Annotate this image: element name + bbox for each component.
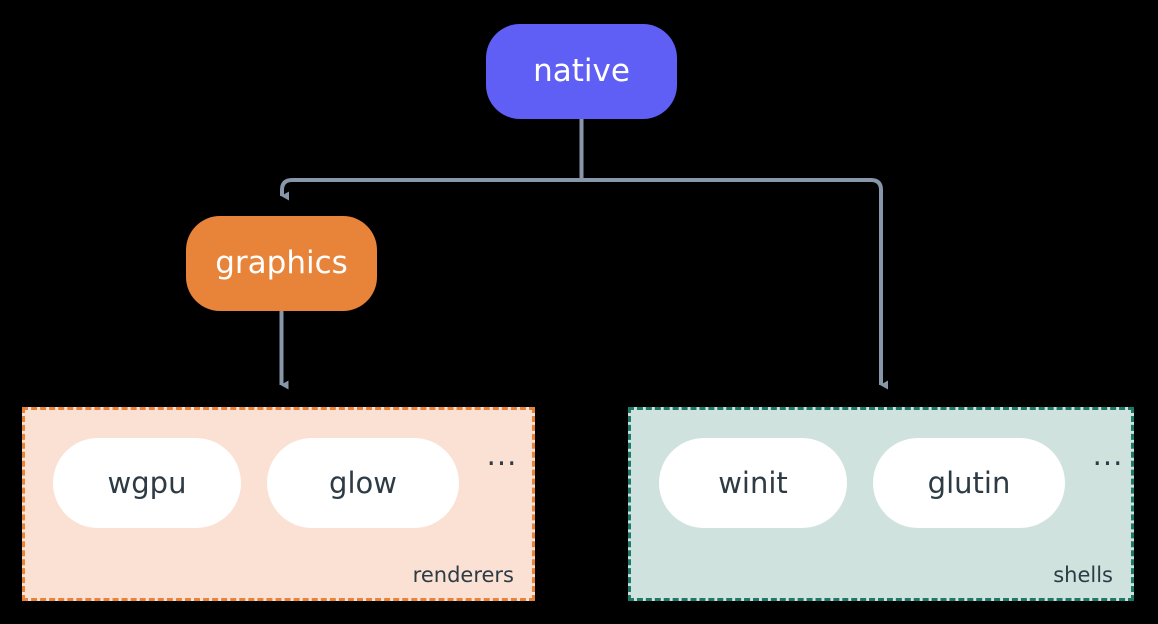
node-glutin[interactable]: glutin: [873, 438, 1065, 528]
group-shells: winit glutin ... shells: [628, 407, 1134, 601]
node-glow[interactable]: glow: [267, 438, 459, 528]
node-graphics[interactable]: graphics: [186, 216, 377, 311]
node-native-label: native: [533, 53, 630, 89]
node-graphics-label: graphics: [215, 245, 348, 281]
renderers-overflow-ellipsis: ...: [486, 437, 518, 472]
node-glutin-label: glutin: [927, 465, 1011, 500]
node-winit[interactable]: winit: [659, 438, 847, 528]
group-renderers-label: renderers: [412, 563, 514, 587]
group-shells-label: shells: [1053, 563, 1113, 587]
node-native[interactable]: native: [486, 24, 677, 119]
edge-native-to-graphics: [280, 178, 582, 201]
node-winit-label: winit: [718, 465, 788, 500]
edge-native-to-shells: [581, 178, 888, 390]
node-wgpu-label: wgpu: [107, 465, 187, 500]
shells-overflow-ellipsis: ...: [1092, 437, 1124, 472]
group-renderers: wgpu glow ... renderers: [22, 407, 535, 601]
node-wgpu[interactable]: wgpu: [53, 438, 241, 528]
node-glow-label: glow: [329, 465, 397, 500]
